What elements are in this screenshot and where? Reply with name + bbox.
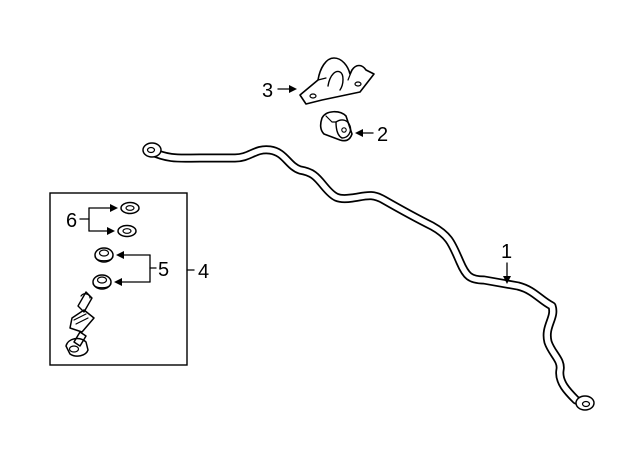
stabilizer-link-kit[interactable]: 6 5 xyxy=(49,192,188,366)
link-bushing[interactable] xyxy=(92,247,114,290)
svg-text:2: 2 xyxy=(377,124,388,146)
callout-5: 5 xyxy=(114,251,169,286)
callout-3: 3 xyxy=(262,80,297,102)
link-washer[interactable] xyxy=(117,201,140,238)
callout-1: 1 xyxy=(501,241,512,284)
svg-text:4: 4 xyxy=(198,261,209,283)
callout-2: 2 xyxy=(355,124,388,146)
callout-6: 6 xyxy=(66,204,118,235)
callout-4: 4 xyxy=(186,261,209,283)
svg-text:3: 3 xyxy=(262,80,273,102)
bushing[interactable] xyxy=(319,110,353,142)
stabilizer-bar[interactable] xyxy=(142,142,595,411)
bushing-bracket[interactable] xyxy=(299,57,375,105)
svg-text:6: 6 xyxy=(66,210,77,232)
svg-text:1: 1 xyxy=(501,241,512,263)
svg-text:5: 5 xyxy=(158,259,169,281)
link-rod xyxy=(65,291,95,357)
